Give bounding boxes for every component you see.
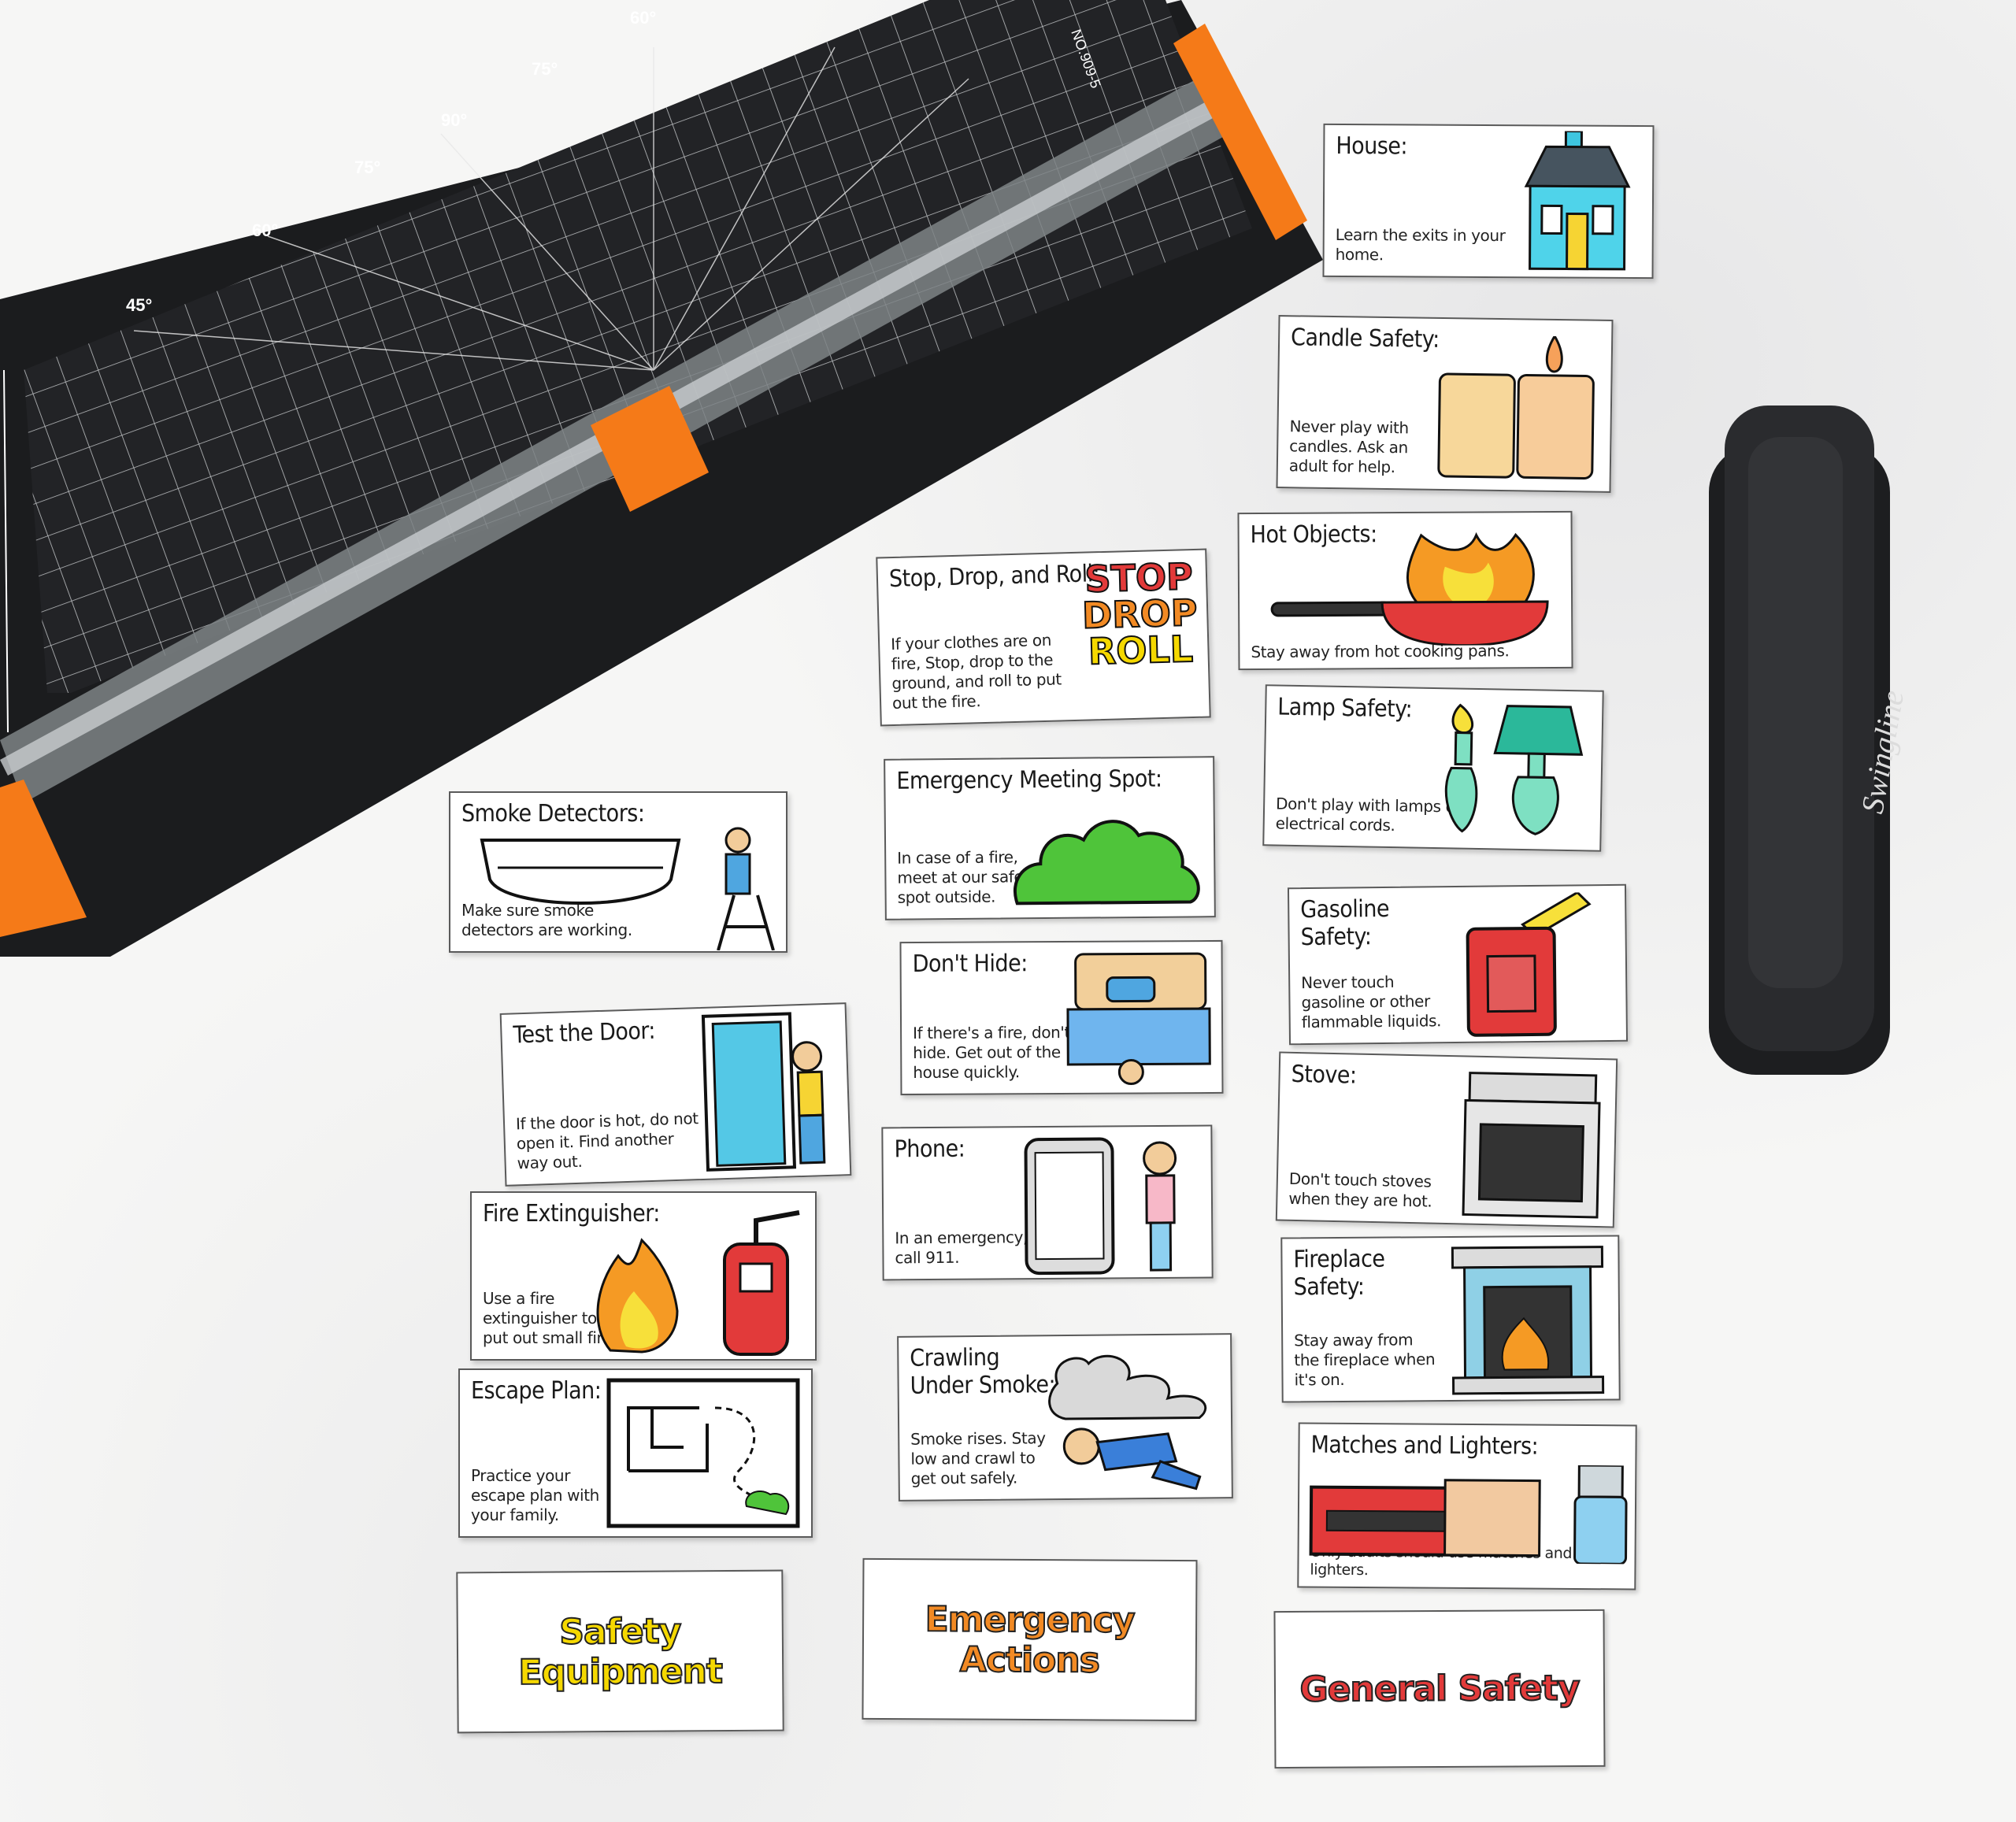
escape-plan-icon [606,1378,800,1528]
label-text: General Safety [1299,1668,1580,1711]
card-title: Phone: [894,1135,965,1164]
angle-label: 75° [354,157,380,177]
angle-label: 45° [126,295,152,315]
card-hot-objects[interactable]: Hot Objects: Stay away from hot cooking … [1237,510,1573,671]
candles-icon [1437,334,1595,480]
label-text: Emergency Actions [925,1598,1136,1681]
card-title: Lamp Safety: [1277,693,1413,724]
phone-icon [1024,1137,1177,1276]
paper-cutter: 45° 60° 75° 90° 75° 60° NO.909-5 [0,0,1323,957]
card-title: Escape Plan: [471,1377,602,1405]
angle-label: 60° [630,8,656,28]
card-test-the-door[interactable]: Test the Door: If the door is hot, do no… [499,1002,852,1187]
stove-icon [1462,1072,1601,1219]
stapler: Swingline [1709,406,1910,1075]
card-title: Stop, Drop, and Roll: [888,560,1100,594]
angle-label: 75° [532,59,558,79]
label-general-safety[interactable]: General Safety [1273,1609,1606,1769]
crawling-child-icon [1048,1354,1207,1491]
angle-label: 60° [252,220,278,240]
stop-drop-roll-art: STOP DROP ROLL [1080,554,1199,673]
angle-label: 90° [441,110,467,130]
card-title: Fire Extinguisher: [483,1200,660,1228]
lamps-icon [1444,703,1584,835]
fire-extinguisher-icon [596,1210,800,1356]
card-title: Emergency Meeting Spot: [896,765,1162,795]
card-title: Candle Safety: [1290,324,1440,354]
card-title: Smoke Detectors: [461,800,645,828]
fireplace-icon [1451,1246,1605,1395]
bush-icon [1014,820,1200,905]
card-title: Stove: [1291,1060,1357,1090]
card-title: House: [1336,131,1408,161]
card-title: Matches and Lighters: [1310,1431,1539,1461]
card-phone[interactable]: Phone: In an emergency,call 911. [881,1124,1214,1281]
bed-icon [1066,952,1211,1086]
gas-can-icon [1466,892,1592,1037]
door-icon [701,1012,826,1172]
label-safety-equipment[interactable]: Safety Equipment [456,1569,784,1734]
label-emergency-actions[interactable]: Emergency Actions [862,1557,1198,1722]
house-icon [1524,131,1631,271]
label-text: Safety Equipment [517,1610,723,1693]
card-stop-drop-roll[interactable]: Stop, Drop, and Roll: If your clothes ar… [876,548,1211,727]
smoke-detector-icon [480,827,775,950]
card-matches-and-lighters[interactable]: Matches and Lighters: Only adults should… [1297,1422,1637,1591]
frying-pan-icon [1270,531,1549,646]
card-emergency-meeting-spot[interactable]: Emergency Meeting Spot: In case of a fir… [884,756,1216,920]
card-title: Don't Hide: [912,950,1028,978]
card-body: In an emergency,call 911. [895,1228,1028,1268]
matches-lighter-icon [1309,1464,1628,1565]
card-title: Test the Door: [512,1017,656,1050]
